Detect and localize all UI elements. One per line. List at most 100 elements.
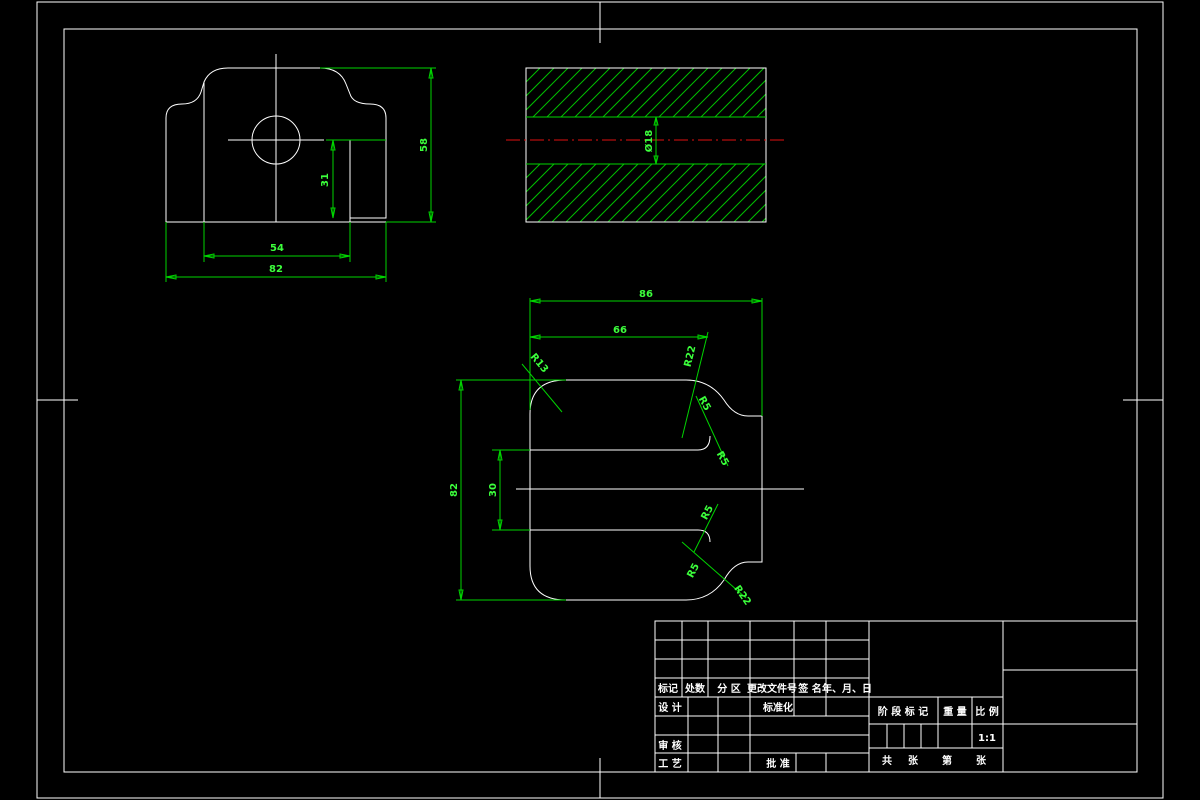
hatch-line bbox=[742, 93, 766, 117]
arrow bbox=[165, 274, 177, 280]
arrow bbox=[653, 116, 659, 126]
hatch-line bbox=[705, 164, 765, 222]
hatch-line bbox=[602, 68, 653, 117]
arrow bbox=[697, 334, 709, 340]
tb-label-mark: 标记 bbox=[657, 682, 678, 695]
hatch-line bbox=[526, 68, 527, 69]
leader-r5-upper bbox=[695, 395, 729, 467]
hatch-line bbox=[532, 68, 583, 117]
hatch-line bbox=[663, 164, 723, 222]
arrow bbox=[375, 274, 387, 280]
dim-hole-text: Ø18 bbox=[643, 130, 655, 152]
radius-r5-a-text: R5 bbox=[696, 395, 713, 413]
hatch-line bbox=[526, 164, 541, 179]
hatch-line bbox=[526, 164, 569, 207]
hatch-line bbox=[593, 164, 653, 222]
hatch-line bbox=[526, 68, 541, 83]
hatch-line bbox=[526, 68, 569, 111]
tb-label-zone: 分 区 bbox=[717, 682, 740, 695]
tb-label-scale: 比 例 bbox=[975, 705, 998, 718]
sheet-frame bbox=[36, 1, 1164, 799]
dim-86-text: 86 bbox=[639, 289, 653, 300]
hatch-line bbox=[658, 68, 709, 117]
radius-r22-top-text: R22 bbox=[683, 345, 699, 369]
leader-r22-top bbox=[681, 331, 709, 439]
leader-r22-bottom bbox=[681, 541, 747, 599]
hatch-line bbox=[635, 164, 695, 222]
tb-label-weight: 重 量 bbox=[943, 705, 966, 718]
hatch-line bbox=[686, 68, 737, 117]
hatch-line bbox=[677, 164, 737, 222]
arrow bbox=[497, 519, 503, 531]
hatch-line bbox=[747, 203, 766, 222]
dim-54-text: 54 bbox=[270, 243, 284, 254]
dim-58-text: 58 bbox=[419, 138, 430, 152]
arrow bbox=[653, 155, 659, 165]
tb-label-sign: 签 名 bbox=[797, 682, 821, 695]
hatch-line bbox=[691, 164, 751, 222]
arrow bbox=[203, 253, 215, 259]
front-view: 58 31 54 82 bbox=[165, 54, 436, 282]
hatch-line bbox=[526, 164, 583, 221]
hatch-line bbox=[621, 164, 681, 222]
hatch-line bbox=[672, 68, 723, 117]
radius-r22-bottom-text: R22 bbox=[731, 584, 752, 608]
dim-31-text: 31 bbox=[320, 173, 331, 187]
tb-label-process: 工 艺 bbox=[658, 757, 681, 770]
hatch-line bbox=[588, 68, 639, 117]
arrow bbox=[428, 67, 434, 79]
tb-label-stage: 阶 段 标 记 bbox=[878, 705, 928, 718]
dim-82v-text: 82 bbox=[449, 483, 460, 497]
hatch-line bbox=[546, 68, 597, 117]
top-view-outline-c bbox=[529, 379, 567, 450]
tb-label-page: 第 bbox=[942, 754, 952, 767]
hatch-line bbox=[526, 68, 555, 97]
hatch-line bbox=[579, 164, 639, 222]
hatch-line bbox=[565, 164, 625, 222]
hatch-line bbox=[644, 68, 695, 117]
radius-r5-c-text: R5 bbox=[699, 504, 716, 522]
hatch-line bbox=[574, 68, 625, 117]
arrow bbox=[458, 379, 464, 391]
hatch-line bbox=[526, 164, 527, 165]
hatch-line bbox=[700, 68, 751, 117]
arrow bbox=[428, 211, 434, 223]
hatch-line bbox=[537, 164, 597, 222]
arrow bbox=[529, 334, 541, 340]
tb-label-design: 设 计 bbox=[658, 701, 681, 714]
tb-label-date: 年、月、日 bbox=[822, 682, 872, 695]
hatch-line bbox=[616, 68, 667, 117]
arrow bbox=[497, 449, 503, 461]
outer-border bbox=[36, 1, 1164, 799]
hatch-top bbox=[526, 68, 766, 117]
dim-66-text: 66 bbox=[613, 325, 627, 336]
hatch-line bbox=[526, 164, 555, 193]
leader-r5-lower bbox=[693, 503, 719, 553]
hatch-line bbox=[756, 107, 766, 117]
tb-label-change-doc: 更改文件号 bbox=[747, 682, 797, 695]
section-view: Ø18 bbox=[506, 67, 786, 223]
tb-label-total: 共 bbox=[882, 754, 892, 767]
tb-label-sheets: 张 bbox=[908, 754, 919, 767]
hatch-line bbox=[719, 175, 766, 222]
hatch-line bbox=[560, 68, 611, 117]
hatch-line bbox=[714, 68, 765, 117]
hatch-line bbox=[607, 164, 667, 222]
arrow bbox=[330, 207, 336, 219]
tb-label-sheet-end: 张 bbox=[976, 754, 987, 767]
section-outline bbox=[525, 67, 767, 223]
hatch-line bbox=[728, 79, 766, 117]
top-view-outline-a bbox=[529, 379, 763, 601]
title-block: 标记 处数 分 区 更改文件号 签 名 年、月、日 设 计 标准化 审 核 工 … bbox=[654, 620, 1138, 773]
arrow bbox=[529, 298, 541, 304]
hatch-line bbox=[551, 164, 611, 222]
leader-r13 bbox=[521, 363, 563, 413]
arrow bbox=[339, 253, 351, 259]
inner-border bbox=[63, 28, 1138, 773]
top-view: 86 66 R22 R13 R5 R5 R5 R5 R22 82 3 bbox=[449, 289, 804, 608]
arrow bbox=[458, 589, 464, 601]
radius-r5-d-text: R5 bbox=[685, 562, 702, 580]
tb-label-review: 审 核 bbox=[658, 739, 681, 752]
tb-scale-value: 1:1 bbox=[978, 733, 996, 744]
